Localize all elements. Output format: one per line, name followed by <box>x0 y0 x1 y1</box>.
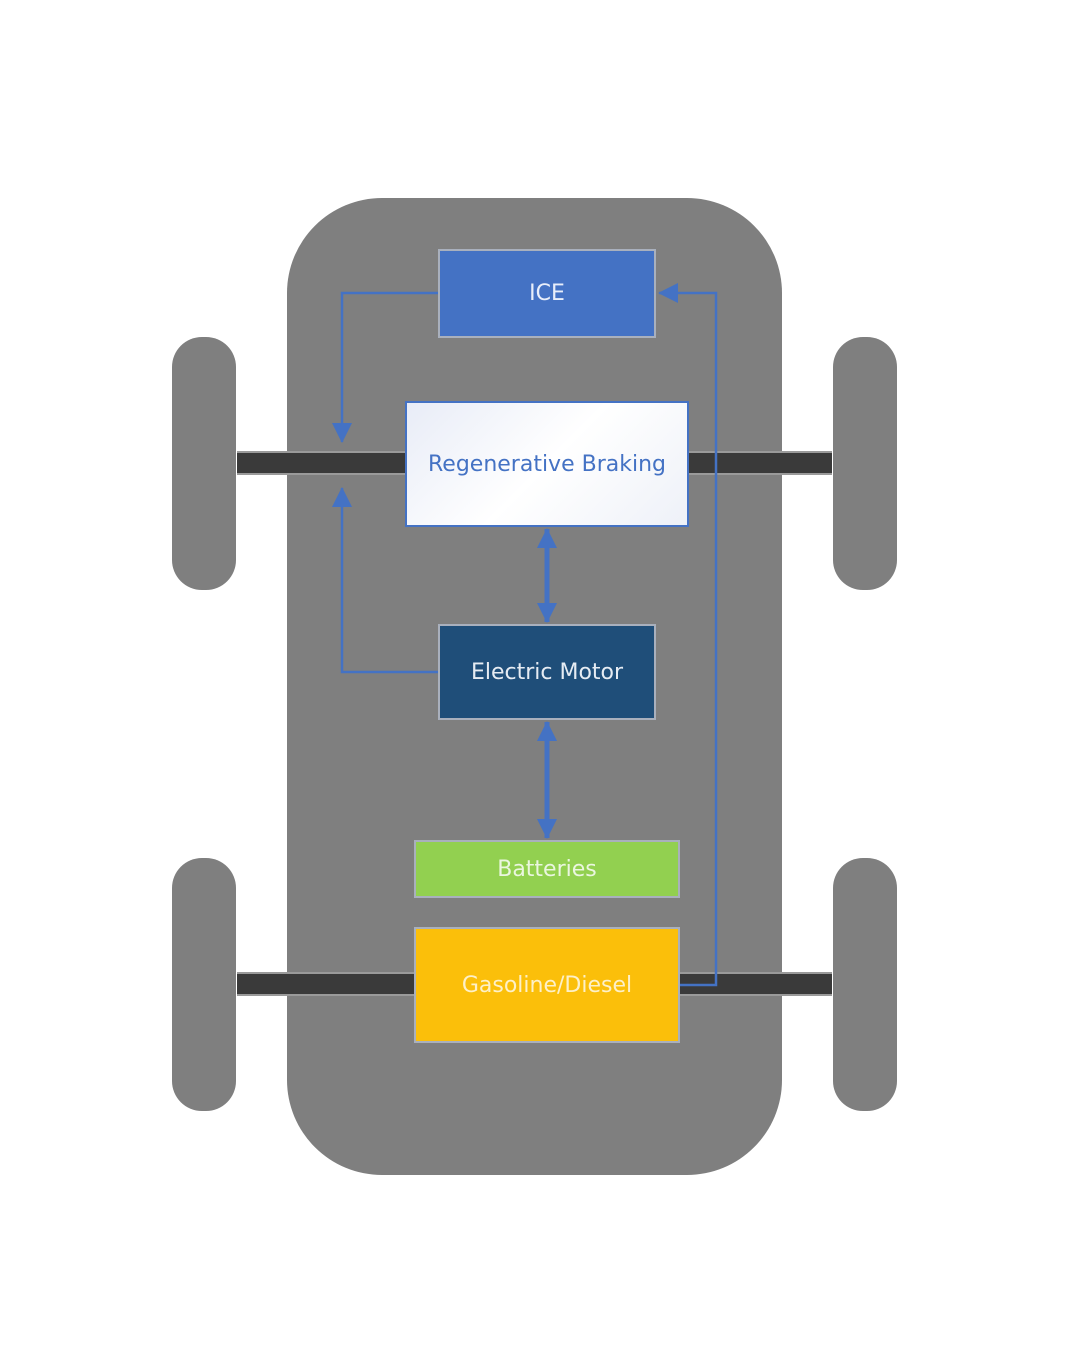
ice-box: ICE <box>438 249 656 338</box>
arrow-ice-to-regen <box>332 291 438 443</box>
arrow-fuel-to-ice <box>658 283 718 987</box>
front-left-wheel <box>172 337 236 590</box>
rear-right-wheel <box>833 858 897 1111</box>
arrow-motor-to-regen <box>332 487 438 674</box>
batteries-label: Batteries <box>497 856 597 882</box>
regenerative-braking-label: Regenerative Braking <box>427 451 666 477</box>
batteries-box: Batteries <box>414 840 680 898</box>
front-right-wheel <box>833 337 897 590</box>
electric-motor-label: Electric Motor <box>470 659 624 685</box>
electric-motor-box: Electric Motor <box>438 624 656 720</box>
ice-label: ICE <box>529 281 565 306</box>
rear-left-wheel <box>172 858 236 1111</box>
fuel-box: Gasoline/Diesel <box>414 927 680 1043</box>
regenerative-braking-box: Regenerative Braking <box>405 401 689 527</box>
fuel-label: Gasoline/Diesel <box>461 972 633 998</box>
